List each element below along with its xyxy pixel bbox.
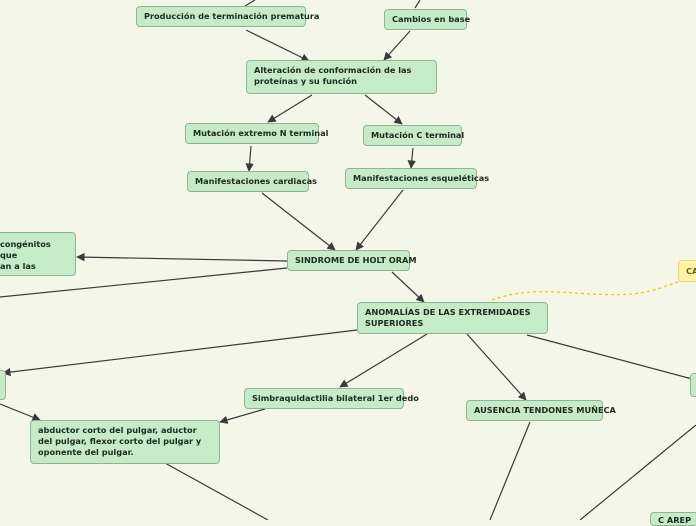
edge-sindrome-congenitos [76,252,288,262]
node-simbraquidactilia[interactable]: Simbraquidactilia bilateral 1er dedo [244,388,419,409]
node-ca[interactable]: CA [678,260,696,282]
edge-anomalias-ausencia [466,333,527,401]
edge-cambios-alteracion [383,30,411,61]
node-bottom-right[interactable]: C AREP [650,512,696,526]
node-left-edge[interactable] [0,370,6,400]
edge-manifcard-sindrome [261,192,336,251]
node-right-edge[interactable] [690,373,696,397]
edge-top-cambios [414,0,421,9]
node-mutacion-c[interactable]: Mutación C terminal [363,125,464,146]
edge-right-bottom [579,424,696,520]
edge-alteracion-mutn [267,94,313,123]
edge-ausencia-bottom [489,421,531,520]
edge-sindrome-offleft [0,267,288,298]
dashed-link [491,277,696,301]
node-manifestaciones-esqueleticas[interactable]: Manifestaciones esqueléticas [345,168,489,189]
node-ausencia-tendones[interactable]: AUSENCIA TENDONES MUÑECA [466,400,616,421]
node-cambios[interactable]: Cambios en base [384,9,470,30]
node-anomalias-extremidades[interactable]: ANOMALÍAS DE LAS EXTREMIDADES SUPERIORES [357,302,548,334]
node-mutacion-n[interactable]: Mutación extremo N terminal [185,123,328,144]
edge-anomalias-leftbox [2,329,358,377]
edge-produccion-alteracion [245,29,310,62]
edge-mutc-manifesq [407,147,416,169]
edge-leftbox-abductor [0,403,41,422]
node-alteracion[interactable]: Alteración de conformación de las proteí… [246,60,437,94]
node-produccion[interactable]: Producción de terminación prematura [136,6,319,27]
edge-abductor-bottom [164,462,269,520]
edge-anomalias-simbra [339,333,428,388]
node-sindrome-holt-oram[interactable]: SINDROME DE HOLT ORAM [287,250,417,271]
edge-top-produccion [244,0,256,7]
edge-simbra-abductor [219,408,266,424]
edge-alteracion-mutc [364,94,403,125]
edge-anomalias-right [526,334,696,381]
node-abductor[interactable]: abductor corto del pulgar, aductor del p… [30,420,220,464]
edge-mutn-manifcard [245,145,254,172]
edge-manifesq-sindrome [355,189,404,251]
edge-sindrome-anomalias [391,271,425,303]
node-manifestaciones-cardiacas[interactable]: Manifestaciones cardiacas [187,171,317,192]
node-congenitos[interactable]: congénitos que an a las [0,232,76,276]
